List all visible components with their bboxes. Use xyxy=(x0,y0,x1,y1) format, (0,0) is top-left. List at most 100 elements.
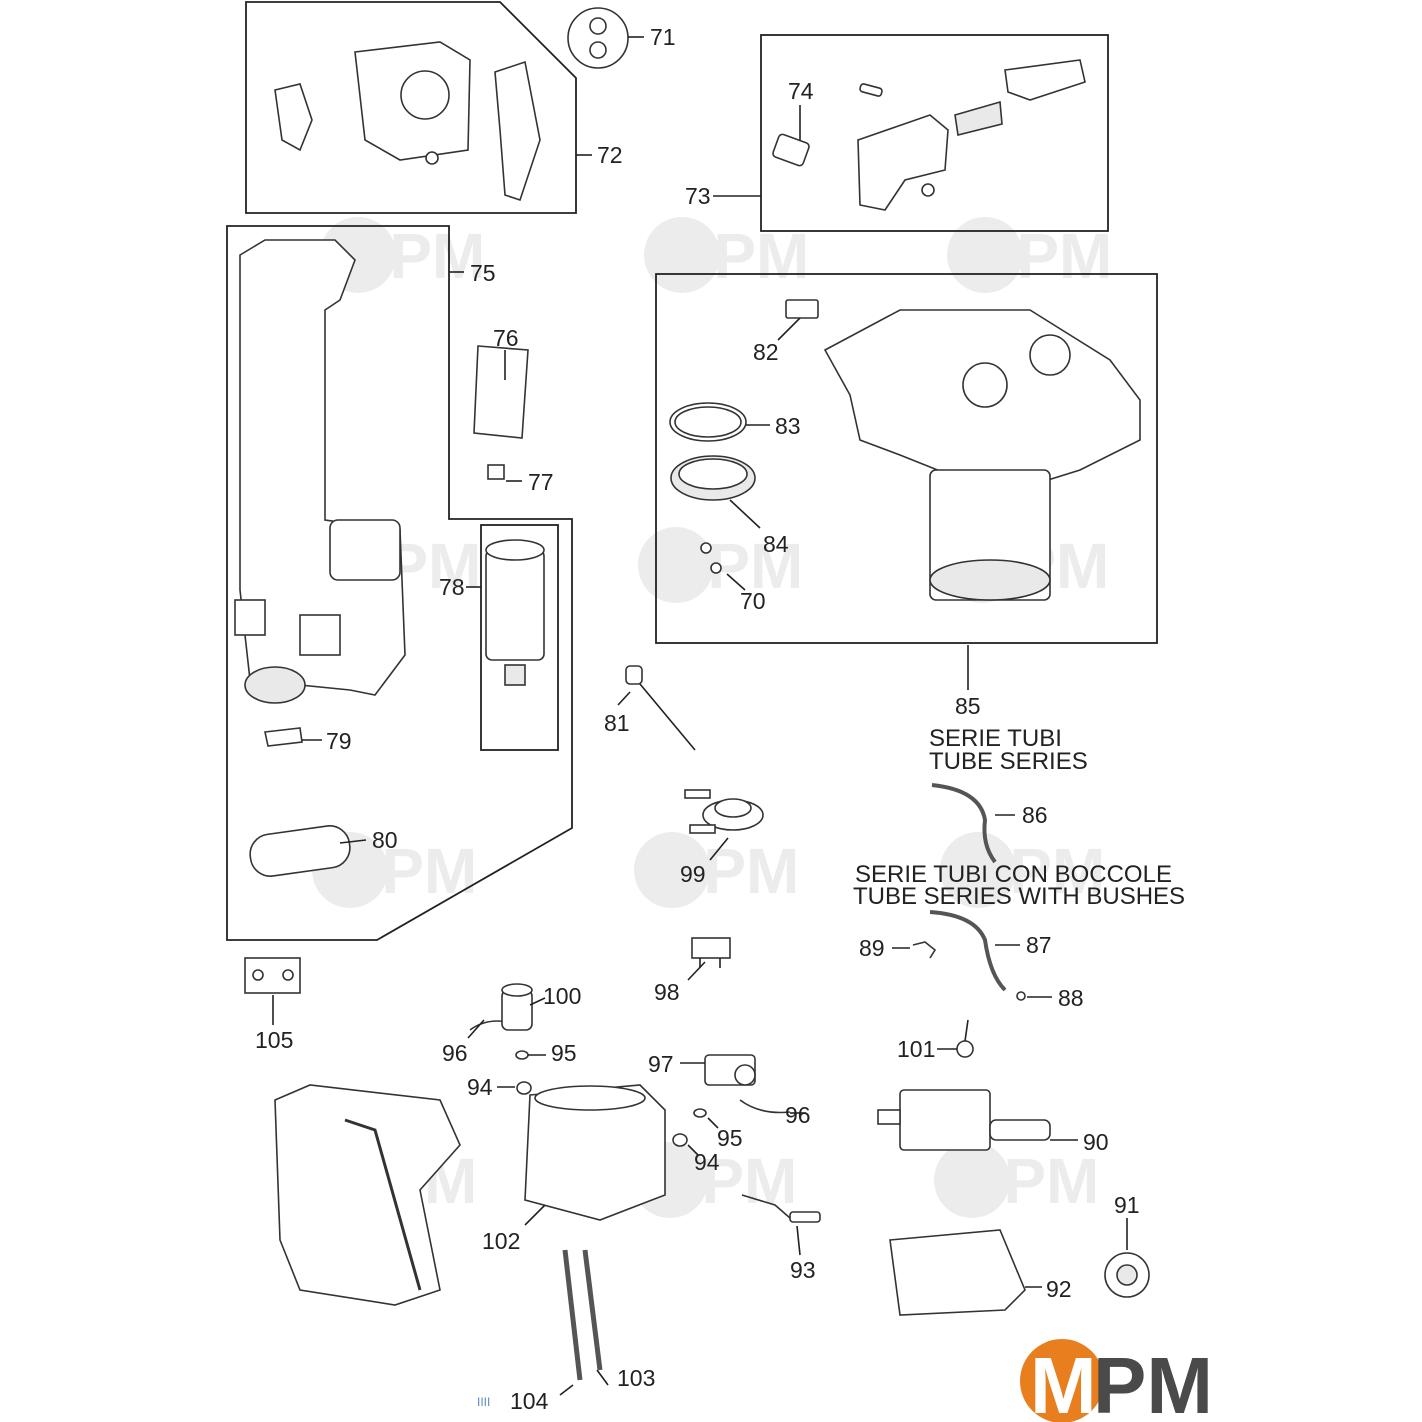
part-87-tube xyxy=(929,910,1007,992)
group-box-73 xyxy=(760,34,1109,232)
caption-tube-bushes-it: SERIE TUBI CON BOCCOLE xyxy=(855,861,1172,888)
callout-96-a: 96 xyxy=(442,1040,468,1066)
watermark: MPM xyxy=(940,832,1105,908)
callout-86: 86 xyxy=(1022,802,1048,828)
callout-72: 72 xyxy=(597,142,623,168)
callout-75: 75 xyxy=(470,260,496,286)
part-72-assembly xyxy=(274,41,541,202)
part-83-oring xyxy=(669,402,747,442)
callout-82: 82 xyxy=(753,339,779,365)
part-100-valve xyxy=(501,983,533,1031)
callout-97: 97 xyxy=(648,1051,674,1077)
callout-104: 104 xyxy=(510,1388,549,1414)
callout-100: 100 xyxy=(543,983,581,1009)
svg-text:MPM: MPM xyxy=(950,1145,1099,1217)
callout-103: 103 xyxy=(617,1365,655,1391)
part-97-valve xyxy=(704,1054,756,1086)
part-85-brew-unit xyxy=(823,309,1141,601)
watermark: MPM xyxy=(634,832,799,908)
watermark: MPM xyxy=(644,217,809,293)
callout-81: 81 xyxy=(604,710,630,736)
callout-76: 76 xyxy=(493,325,519,351)
group-box-78 xyxy=(480,524,559,751)
callout-78: 78 xyxy=(439,574,465,600)
callout-101: 101 xyxy=(897,1036,935,1062)
callout-92: 92 xyxy=(1046,1276,1072,1302)
callout-89: 89 xyxy=(859,935,885,961)
callout-70: 70 xyxy=(740,588,766,614)
callout-94-b: 94 xyxy=(694,1149,720,1175)
part-96-clip-b xyxy=(739,1099,791,1114)
callout-90: 90 xyxy=(1083,1129,1109,1155)
group-box-72 xyxy=(245,1,577,214)
part-92-bracket xyxy=(889,1229,1026,1316)
part-81-pin xyxy=(625,665,696,751)
callouts: 71 72 73 74 75 76 77 78 79 80 81 82 83 8… xyxy=(255,24,1140,1414)
callout-79: 79 xyxy=(326,728,352,754)
callout-91: 91 xyxy=(1114,1192,1140,1218)
part-95-washer-a xyxy=(515,1050,529,1060)
svg-text:MPM: MPM xyxy=(336,220,485,292)
part-93-sensor xyxy=(741,1194,821,1223)
part-98-microswitch xyxy=(691,937,731,968)
callout-74: 74 xyxy=(788,78,814,104)
part-76-plate xyxy=(473,345,529,439)
part-102-boiler xyxy=(524,1084,666,1221)
svg-text:MPM: MPM xyxy=(654,530,803,602)
part-73-assembly xyxy=(772,59,1086,211)
callout-98: 98 xyxy=(654,979,680,1005)
callout-71: 71 xyxy=(650,24,676,50)
callout-88: 88 xyxy=(1058,985,1084,1011)
part-91-cap xyxy=(1104,1252,1150,1298)
part-78-motor xyxy=(485,539,545,686)
part-84-filter xyxy=(670,455,756,501)
callout-105: 105 xyxy=(255,1027,293,1053)
callout-95-a: 95 xyxy=(551,1040,577,1066)
callout-93: 93 xyxy=(790,1257,816,1283)
svg-text:MPM: MPM xyxy=(648,1145,797,1217)
part-water-tank-assembly xyxy=(274,1084,461,1306)
part-94-washer-b xyxy=(672,1133,688,1147)
part-103-104-rods xyxy=(562,1249,603,1381)
logo-m: M xyxy=(1030,1341,1097,1422)
callout-96-b: 96 xyxy=(785,1102,811,1128)
part-71-disc xyxy=(567,7,629,69)
callout-102: 102 xyxy=(482,1228,520,1254)
part-79-gasket xyxy=(264,727,303,747)
callout-99: 99 xyxy=(680,861,706,887)
small-mark: IIII xyxy=(477,1395,490,1409)
part-99-connector xyxy=(684,789,764,834)
callout-77: 77 xyxy=(528,469,554,495)
part-101-ntc xyxy=(956,1019,974,1058)
svg-text:MPM: MPM xyxy=(650,835,799,907)
watermark: MPM xyxy=(638,527,803,603)
callout-87: 87 xyxy=(1026,932,1052,958)
group-box-75 xyxy=(226,225,573,941)
caption-tube-series-it: SERIE TUBI xyxy=(929,725,1062,752)
callout-80: 80 xyxy=(372,827,398,853)
callout-95-b: 95 xyxy=(717,1125,743,1151)
svg-text:MPM: MPM xyxy=(660,220,809,292)
part-70-screws xyxy=(700,542,722,574)
part-89-spring-clip xyxy=(912,941,937,959)
callout-73: 73 xyxy=(685,183,711,209)
svg-text:MPM: MPM xyxy=(956,835,1105,907)
caption-tube-bushes-en: TUBE SERIES WITH BUSHES xyxy=(853,883,1185,910)
mpm-logo: M PM xyxy=(1020,1339,1213,1422)
part-75-frame xyxy=(234,239,406,704)
logo-pm: PM xyxy=(1093,1341,1213,1422)
part-94-washer-a xyxy=(516,1081,532,1095)
part-80-belt xyxy=(249,825,351,877)
part-82-clip xyxy=(785,299,819,319)
callout-94-a: 94 xyxy=(467,1074,493,1100)
group-box-85 xyxy=(655,273,1158,644)
caption-tube-series-en: TUBE SERIES xyxy=(929,748,1088,775)
callout-85: 85 xyxy=(955,693,981,719)
svg-text:MPM: MPM xyxy=(963,220,1112,292)
part-105-bracket xyxy=(244,957,301,994)
watermark: MPM xyxy=(947,217,1112,293)
part-86-tube xyxy=(931,783,997,864)
logo-circle xyxy=(1020,1339,1104,1422)
leader-lines xyxy=(272,36,1128,1396)
